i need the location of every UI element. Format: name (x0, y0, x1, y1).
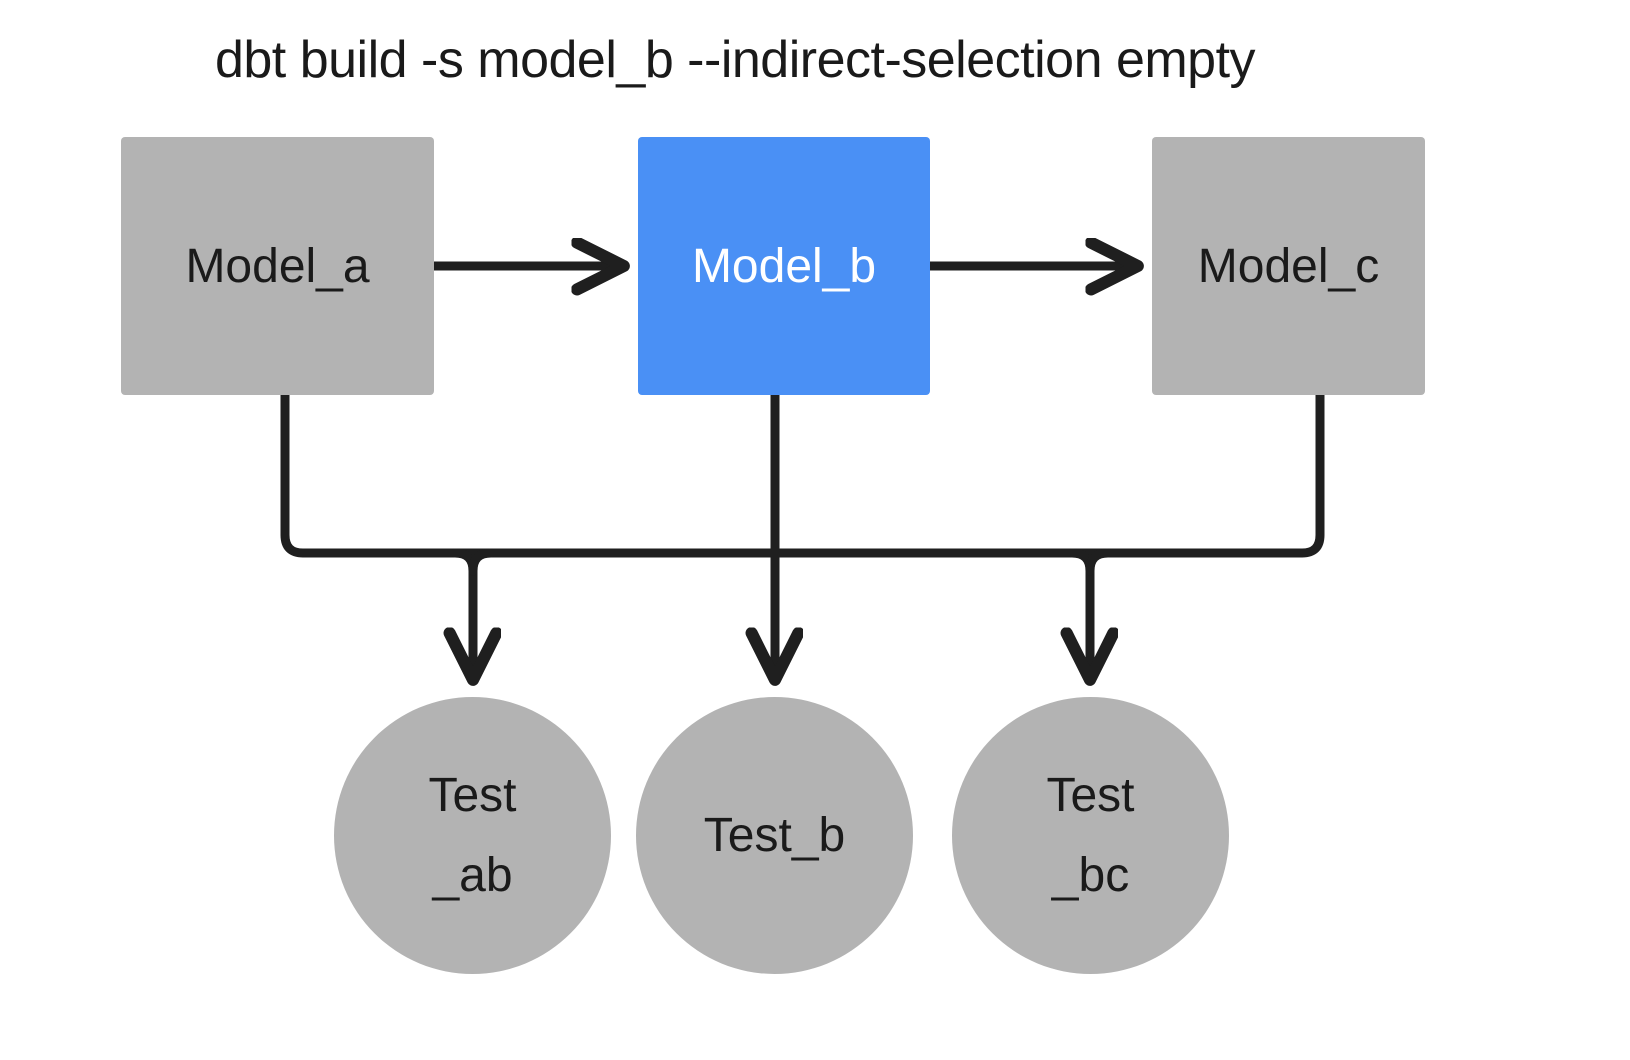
edge-model-a-to-bus (280, 390, 1325, 558)
diagram-title: dbt build -s model_b --indirect-selectio… (214, 31, 1256, 89)
node-label-model-b: Model_b (691, 239, 877, 293)
node-label-test-b-line1: Test_b (703, 808, 846, 862)
edge-bus-junction-left (468, 548, 496, 576)
edge-bus-to-test-ab (455, 548, 473, 678)
node-label-model-c: Model_c (1197, 239, 1380, 293)
edge-bus-junction-right (1085, 548, 1113, 576)
node-label-test-bc-line1: Test (1046, 769, 1135, 823)
node-model-b[interactable]: Model_b (638, 137, 930, 395)
node-test-ab[interactable]: Test _ab (334, 697, 611, 974)
node-label-model-a: Model_a (185, 239, 370, 293)
node-test-b[interactable]: Test_b (636, 697, 913, 974)
node-model-c[interactable]: Model_c (1152, 137, 1425, 395)
node-test-bc[interactable]: Test _bc (952, 697, 1229, 974)
node-label-test-bc-line2: _bc (1051, 848, 1130, 902)
node-model-a[interactable]: Model_a (121, 137, 434, 395)
node-label-test-ab-line2: _ab (432, 848, 513, 902)
edge-bus-to-test-bc (1072, 548, 1090, 678)
node-label-test-ab-line1: Test (428, 769, 517, 823)
